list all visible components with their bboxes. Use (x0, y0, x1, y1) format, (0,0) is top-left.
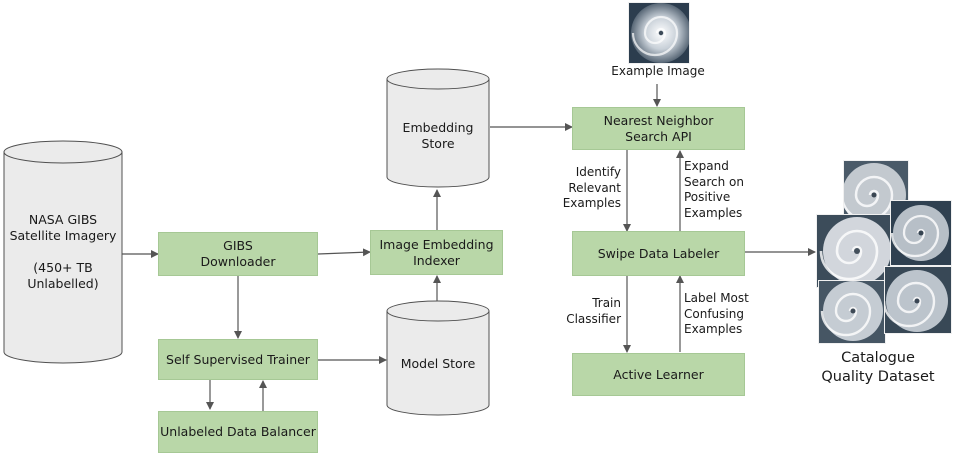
embedding-store-label: Embedding Store (402, 120, 474, 151)
cylinder-shape (386, 300, 490, 416)
nasa-gibs-store: NASA GIBS Satellite Imagery (450+ TB Unl… (3, 140, 123, 364)
embedding-store: Embedding Store (386, 68, 490, 188)
cylinder-shape (3, 140, 123, 364)
swipe-data-labeler-box: Swipe Data Labeler (572, 231, 745, 276)
cylinder-shape (386, 68, 490, 188)
dataset-image-3 (890, 200, 952, 266)
model-store: Model Store (386, 300, 490, 416)
train-classifier-label: Train Classifier (566, 296, 621, 326)
gibs-downloader-box: GIBS Downloader (158, 232, 318, 276)
nasa-gibs-label: NASA GIBS Satellite Imagery (450+ TB Unl… (9, 212, 117, 291)
model-store-label: Model Store (400, 356, 476, 371)
dataset-image-4 (818, 280, 886, 344)
catalogue-dataset-caption: Catalogue Quality Dataset (821, 350, 935, 385)
dataset-image-5 (884, 266, 952, 334)
unlabeled-data-balancer-box: Unlabeled Data Balancer (158, 411, 318, 453)
self-supervised-trainer-box: Self Supervised Trainer (158, 339, 318, 380)
expand-search-label: Expand Search on Positive Examples (684, 159, 744, 220)
image-embedding-indexer-box: Image Embedding Indexer (370, 230, 503, 275)
active-learner-box: Active Learner (572, 353, 745, 396)
nearest-neighbor-search-api-box: Nearest Neighbor Search API (572, 107, 745, 150)
arrow-downloader-to-indexer (317, 248, 371, 257)
label-most-confusing-label: Label Most Confusing Examples (684, 291, 749, 336)
example-hurricane-image (628, 2, 690, 64)
example-image-caption: Example Image (611, 64, 705, 78)
identify-relevant-examples-label: Identify Relevant Examples (562, 165, 621, 210)
dataset-image-2 (816, 214, 894, 288)
